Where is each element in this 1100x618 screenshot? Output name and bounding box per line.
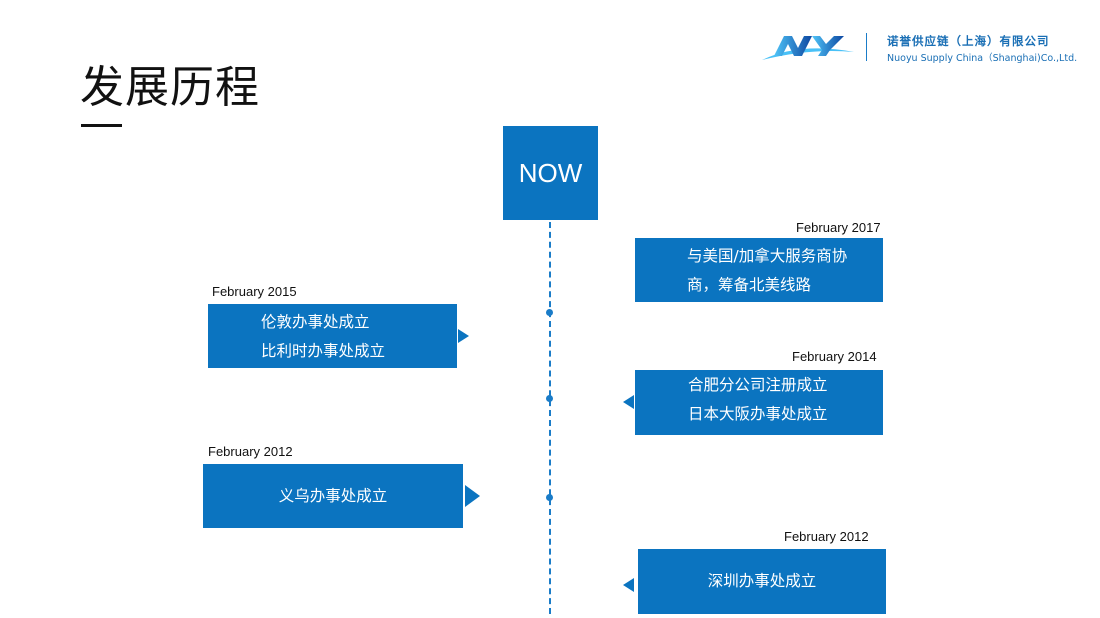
event-text: 伦敦办事处成立 (261, 313, 370, 331)
logo-divider (866, 33, 867, 61)
timeline-dot (546, 395, 553, 402)
event-text: 商，筹备北美线路 (687, 276, 812, 294)
page-title: 发展历程 (80, 62, 260, 113)
event-text: 深圳办事处成立 (707, 572, 817, 590)
event-card: 合肥分公司注册成立 日本大阪办事处成立 (635, 370, 883, 435)
now-box: NOW (503, 126, 598, 220)
event-text: 合肥分公司注册成立 (688, 376, 828, 394)
company-name-en: Nuoyu Supply China（Shanghai)Co.,Ltd. (887, 53, 1078, 64)
arrow-right-icon (458, 329, 469, 343)
arrow-left-icon (623, 395, 634, 409)
event-date: February 2015 (212, 284, 297, 299)
company-name-cn: 诺誉供应链（上海）有限公司 (887, 34, 1050, 48)
event-text: 义乌办事处成立 (278, 486, 388, 505)
event-card: 伦敦办事处成立 比利时办事处成立 (208, 304, 457, 368)
event-text: 与美国/加拿大服务商协 (687, 247, 848, 265)
event-date: February 2014 (792, 349, 877, 364)
event-card: 义乌办事处成立 (203, 464, 463, 528)
arrow-right-icon (465, 485, 480, 507)
event-card: 与美国/加拿大服务商协 商，筹备北美线路 (635, 238, 883, 302)
event-text: 比利时办事处成立 (261, 342, 386, 360)
event-date: February 2017 (796, 220, 881, 235)
title-underline (81, 124, 122, 127)
timeline-dot (546, 309, 553, 316)
timeline-dot (546, 494, 553, 501)
event-date: February 2012 (208, 444, 293, 459)
event-text: 日本大阪办事处成立 (688, 405, 828, 423)
timeline-line (549, 222, 551, 614)
arrow-left-icon (623, 578, 634, 592)
event-card: 深圳办事处成立 (638, 549, 886, 614)
ny-logo-icon (762, 36, 854, 60)
event-date: February 2012 (784, 529, 869, 544)
